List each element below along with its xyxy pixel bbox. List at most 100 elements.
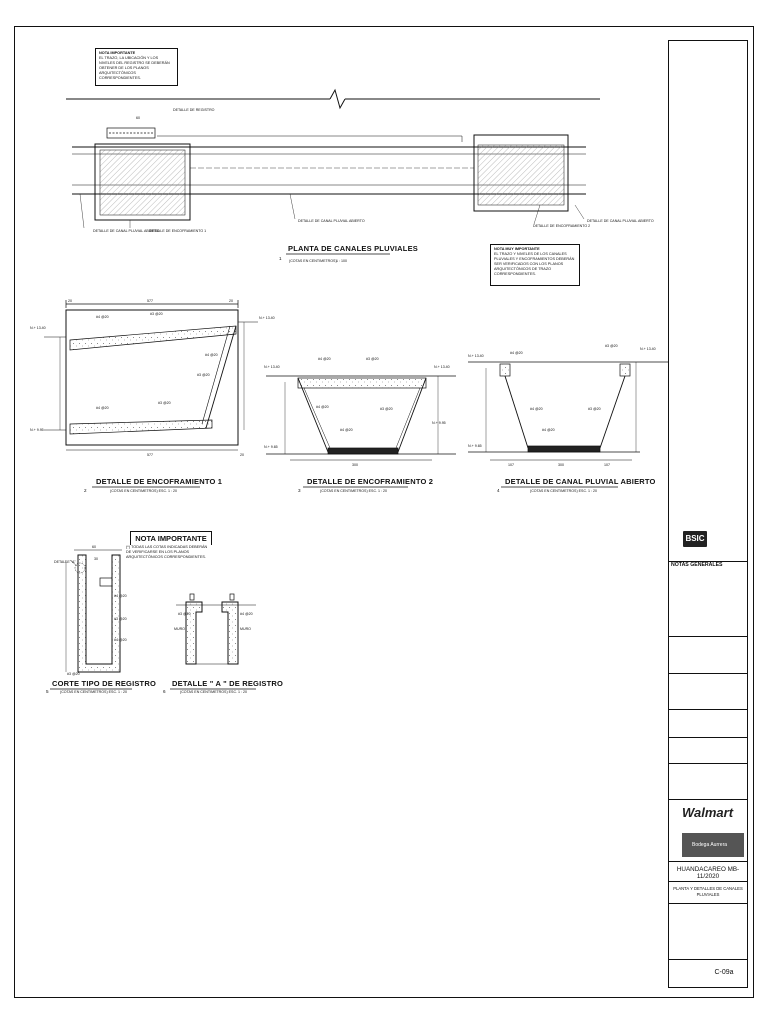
- d4-dim-left: 107: [508, 463, 514, 467]
- d5-rebar-1: #4 @20: [114, 594, 127, 598]
- d2-dim-right: 20: [229, 299, 233, 303]
- d3-rebar-1: #4 @20: [318, 357, 331, 361]
- detail-5-drawing: [65, 549, 122, 673]
- d3-rebar-5: #4 @20: [340, 428, 353, 432]
- tb-divider: [669, 636, 747, 637]
- d2-rebar-5: #4 @20: [96, 406, 109, 410]
- d4-rebar-1: #4 @20: [510, 351, 523, 355]
- d4-rebar-2: #3 @20: [605, 344, 618, 348]
- d5-subtitle: (COTAS EN CENTIMETROS) ESC. 1 : 20: [60, 690, 127, 694]
- d4-dim-mid: 300: [558, 463, 564, 467]
- tb-divider: [669, 903, 747, 904]
- d3-title: DETALLE DE ENCOFRAMIENTO 2: [307, 477, 433, 486]
- label-canal-left: DETALLE DE CANAL PLUVIAL ABIERTO: [93, 229, 160, 233]
- detail-3-drawing: [266, 375, 456, 461]
- d6-subtitle: (COTAS EN CENTIMETROS) ESC. 1 : 20: [180, 690, 247, 694]
- notas-generales-heading: NOTAS GENERALES: [671, 562, 723, 568]
- d5-rebar-4: #3 @20: [67, 672, 80, 676]
- d5-dim-inner: 30: [94, 557, 98, 561]
- label-encofrado-2: DETALLE DE ENCOFRAMIENTO 2: [533, 224, 590, 228]
- d3-level-top-right: N.+ 13.40: [434, 365, 450, 369]
- d2-subtitle: (COTAS EN CENTIMETROS) ESC. 1 : 20: [110, 489, 177, 493]
- d5-detalle-a: DETALLE "A": [54, 560, 76, 564]
- d2-level-top-right: N.+ 13.40: [259, 316, 275, 320]
- d6-number: 6: [163, 689, 166, 694]
- label-encofrado-1: DETALLE DE ENCOFRAMIENTO 1: [149, 229, 206, 233]
- d4-rebar-4: #3 @20: [588, 407, 601, 411]
- d4-title: DETALLE DE CANAL PLUVIAL ABIERTO: [505, 477, 656, 486]
- tb-divider: [669, 881, 747, 882]
- d2-dim-right-bottom: 20: [240, 453, 244, 457]
- d2-rebar-2: #3 @20: [150, 312, 163, 316]
- d2-level-top-left: N.+ 13.40: [30, 326, 46, 330]
- detail-4-drawing: [468, 361, 668, 461]
- d5-dim-top: 60: [92, 545, 96, 549]
- d6-rebar-2: #3 @20: [178, 612, 191, 616]
- d6-muro-right: MURO: [240, 627, 251, 631]
- d3-level-top-left: N.+ 13.40: [264, 365, 280, 369]
- d2-number: 2: [84, 488, 87, 493]
- d2-level-bottom-left: N.+ 9.95: [30, 428, 44, 432]
- detail-6-drawing: [176, 593, 256, 665]
- label-detalle-registro: DETALLE DE REGISTRO: [173, 108, 215, 112]
- d3-number: 3: [298, 488, 301, 493]
- note-top: NOTA IMPORTANTE EL TRAZO, LA UBICACIÓN Y…: [95, 48, 178, 86]
- walmart-logo: Walmart: [682, 805, 734, 820]
- plan-subtitle: (COTAS EN CENTIMETROS): [289, 259, 337, 263]
- nota-importante-heading: NOTA IMPORTANTE: [130, 531, 212, 545]
- d6-rebar-1: #4 @20: [240, 612, 253, 616]
- d3-subtitle: (COTAS EN CENTIMETROS) ESC. 1 : 20: [320, 489, 387, 493]
- d4-level-bottom-left: N.+ 9.65: [468, 444, 482, 448]
- label-canal-mid: DETALLE DE CANAL PLUVIAL ABIERTO: [298, 219, 365, 223]
- d3-rebar-3: #4 @20: [316, 405, 329, 409]
- d4-dim-right: 107: [604, 463, 610, 467]
- d4-rebar-5: #4 @20: [542, 428, 555, 432]
- label-canal-right: DETALLE DE CANAL PLUVIAL ABIERTO: [587, 219, 654, 223]
- plan-scale: 1 : 100: [336, 259, 347, 263]
- tb-divider: [669, 763, 747, 764]
- d4-rebar-3: #4 @20: [530, 407, 543, 411]
- tb-divider: [669, 709, 747, 710]
- bodega-aurrera-logo: Bodega Aurrera: [682, 833, 744, 857]
- d2-dim-bottom: 577: [147, 453, 153, 457]
- d4-level-top-left: N.+ 13.40: [468, 354, 484, 358]
- sheet-title: PLANTA Y DETALLES DE CANALES PLUVIALES: [673, 886, 743, 897]
- detail-2-drawing: [44, 300, 258, 451]
- d2-dim-top: 577: [147, 299, 153, 303]
- sheet-number: C-09a: [714, 969, 734, 976]
- note-top-body: EL TRAZO, LA UBICACIÓN Y LOS NIVELES DEL…: [99, 56, 170, 80]
- plan-title: PLANTA DE CANALES PLUVIALES: [288, 244, 418, 253]
- drawing-sheet-border: [14, 26, 754, 998]
- note-right-heading: NOTA MUY IMPORTANTE: [494, 247, 540, 251]
- d4-number: 4: [497, 488, 500, 493]
- dim-top: 60: [136, 116, 140, 120]
- tb-divider: [669, 673, 747, 674]
- d2-rebar-3: #4 @20: [205, 353, 218, 357]
- d2-dim-left: 20: [68, 299, 72, 303]
- note-right: NOTA MUY IMPORTANTE EL TRAZO Y NIVELES D…: [490, 244, 580, 286]
- d2-rebar-1: #4 @20: [96, 315, 109, 319]
- d6-muro-left: MURO: [174, 627, 185, 631]
- d4-level-top-right: N.+ 13.40: [640, 347, 656, 351]
- bsic-logo: BSIC: [683, 531, 707, 547]
- note-right-body: EL TRAZO Y NIVELES DE LOS CANALES PLUVIA…: [494, 252, 575, 276]
- d5-number: 5: [46, 689, 49, 694]
- d5-rebar-3: #4 @20: [114, 638, 127, 642]
- tb-divider: [669, 861, 747, 862]
- d4-subtitle: (COTAS EN CENTIMETROS) ESC. 1 : 20: [530, 489, 597, 493]
- tb-divider: [669, 737, 747, 738]
- d2-rebar-4: #3 @20: [197, 373, 210, 377]
- plan-view: [66, 88, 600, 229]
- d5-rebar-2: #3 @20: [114, 617, 127, 621]
- d6-title: DETALLE " A " DE REGISTRO: [172, 679, 283, 688]
- note-top-heading: NOTA IMPORTANTE: [99, 51, 136, 55]
- d3-dim-bottom: 300: [352, 463, 358, 467]
- d5-title: CORTE TIPO DE REGISTRO: [52, 679, 156, 688]
- d2-rebar-6: #3 @20: [158, 401, 171, 405]
- plan-number: 1: [279, 256, 282, 261]
- d3-level-mid-right: N.+ 9.95: [432, 421, 446, 425]
- title-block: [668, 40, 748, 988]
- nota-importante-body: (*) TODAS LAS COTAS INDICADAS DEBERÁN DE…: [126, 545, 208, 559]
- d3-rebar-2: #3 @20: [366, 357, 379, 361]
